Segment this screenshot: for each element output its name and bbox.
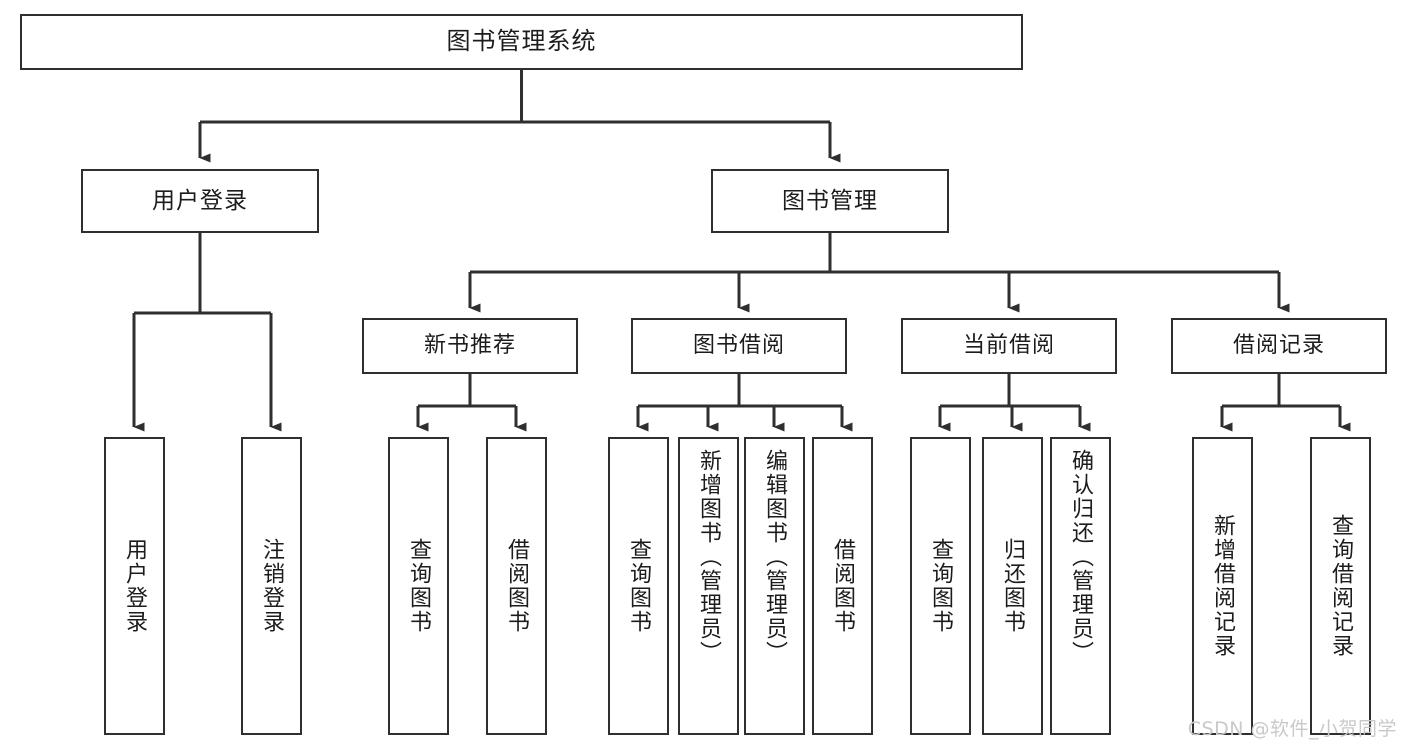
leaf-node-logout-login[interactable]: 注销登录 bbox=[241, 437, 302, 735]
node-book-borrow[interactable]: 图书借阅 bbox=[631, 318, 847, 374]
leaf-node-user-login-label: 用户登录 bbox=[122, 538, 148, 634]
node-book-borrow-label: 图书借阅 bbox=[692, 333, 785, 359]
leaf-node-return-book-label: 归还图书 bbox=[1000, 538, 1026, 634]
node-new-book-recommend[interactable]: 新书推荐 bbox=[362, 318, 578, 374]
leaf-node-add-borrow-record[interactable]: 新增借阅记录 bbox=[1192, 437, 1253, 735]
node-new-book-recommend-label: 新书推荐 bbox=[423, 333, 516, 359]
leaf-node-query-book-c[interactable]: 查询图书 bbox=[910, 437, 971, 735]
leaf-node-add-book-admin[interactable]: 新增图书（管理员） bbox=[678, 437, 739, 735]
node-root-book-management-system[interactable]: 图书管理系统 bbox=[20, 14, 1023, 70]
leaf-node-borrow-book-a[interactable]: 借阅图书 bbox=[486, 437, 547, 735]
node-current-borrow[interactable]: 当前借阅 bbox=[901, 318, 1117, 374]
leaf-node-user-login[interactable]: 用户登录 bbox=[104, 437, 165, 735]
leaf-node-add-book-admin-label: 新增图书（管理员） bbox=[696, 449, 722, 665]
node-borrow-record-label: 借阅记录 bbox=[1232, 333, 1325, 359]
leaf-node-query-book-c-label: 查询图书 bbox=[928, 538, 954, 634]
leaf-node-borrow-book-a-label: 借阅图书 bbox=[504, 538, 530, 634]
leaf-node-confirm-return[interactable]: 确认归还（管理员） bbox=[1050, 437, 1111, 735]
leaf-node-borrow-book-b[interactable]: 借阅图书 bbox=[812, 437, 873, 735]
leaf-node-add-borrow-record-label: 新增借阅记录 bbox=[1210, 514, 1236, 658]
node-user-login[interactable]: 用户登录 bbox=[81, 169, 319, 233]
leaf-node-query-book-a[interactable]: 查询图书 bbox=[388, 437, 449, 735]
leaf-node-query-book-a-label: 查询图书 bbox=[406, 538, 432, 634]
node-root-label: 图书管理系统 bbox=[446, 27, 597, 56]
node-current-borrow-label: 当前借阅 bbox=[962, 333, 1055, 359]
node-book-manage[interactable]: 图书管理 bbox=[711, 169, 949, 233]
leaf-node-query-borrow-record-label: 查询借阅记录 bbox=[1328, 514, 1354, 658]
node-book-manage-label: 图书管理 bbox=[782, 187, 878, 214]
leaf-node-query-borrow-record[interactable]: 查询借阅记录 bbox=[1310, 437, 1371, 735]
node-borrow-record[interactable]: 借阅记录 bbox=[1171, 318, 1387, 374]
leaf-node-borrow-book-b-label: 借阅图书 bbox=[830, 538, 856, 634]
csdn-watermark: CSDN @软件_小贺同学 bbox=[1187, 718, 1397, 740]
leaf-node-logout-login-label: 注销登录 bbox=[259, 538, 285, 634]
leaf-node-confirm-return-label: 确认归还（管理员） bbox=[1068, 449, 1094, 665]
leaf-node-return-book[interactable]: 归还图书 bbox=[982, 437, 1043, 735]
node-user-login-label: 用户登录 bbox=[152, 187, 248, 214]
leaf-node-edit-book-admin[interactable]: 编辑图书（管理员） bbox=[744, 437, 805, 735]
leaf-node-edit-book-admin-label: 编辑图书（管理员） bbox=[762, 449, 788, 665]
leaf-node-query-book-b-label: 查询图书 bbox=[626, 538, 652, 634]
leaf-node-query-book-b[interactable]: 查询图书 bbox=[608, 437, 669, 735]
